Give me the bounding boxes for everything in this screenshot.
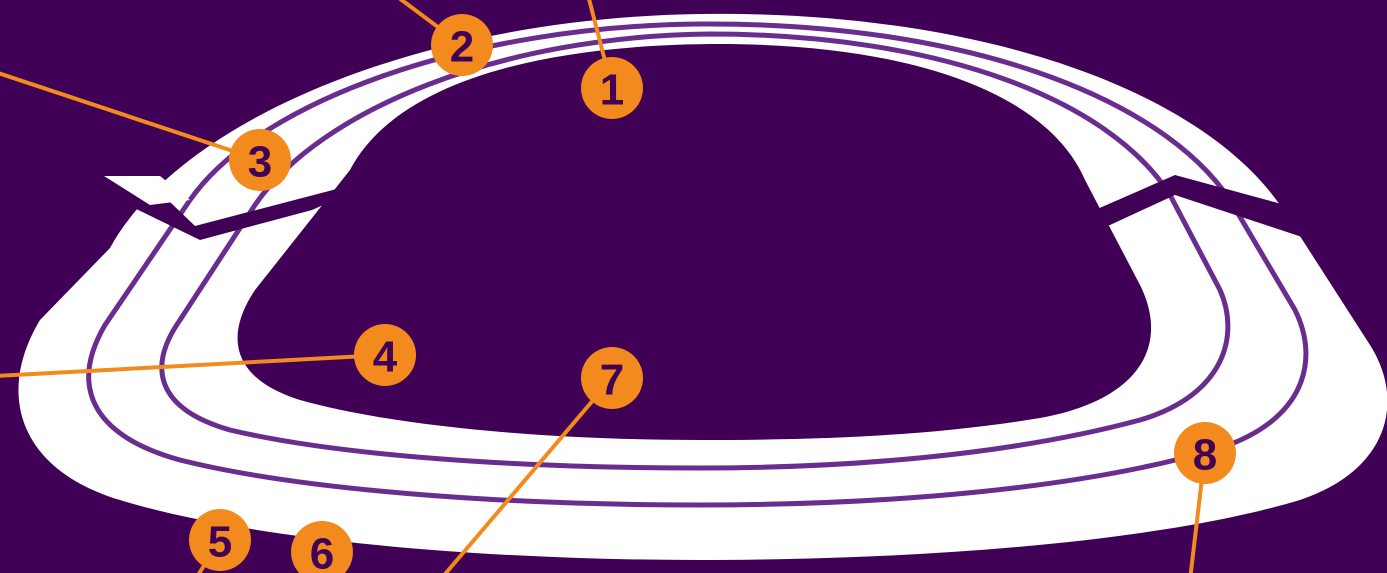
marker-3-label: 3 (248, 138, 272, 187)
marker-1[interactable]: 1 (581, 57, 643, 119)
marker-6-label: 6 (310, 530, 334, 573)
marker-7[interactable]: 7 (581, 347, 643, 409)
marker-4[interactable]: 4 (354, 324, 416, 386)
marker-5-label: 5 (208, 518, 232, 567)
marker-4-label: 4 (373, 333, 398, 382)
marker-5[interactable]: 5 (189, 509, 251, 571)
marker-3[interactable]: 3 (229, 129, 291, 191)
marker-1-label: 1 (600, 66, 624, 115)
marker-7-label: 7 (600, 356, 624, 405)
marker-8-label: 8 (1193, 431, 1217, 480)
marker-8[interactable]: 8 (1174, 422, 1236, 484)
marker-2[interactable]: 2 (431, 14, 493, 76)
marker-2-label: 2 (450, 23, 474, 72)
